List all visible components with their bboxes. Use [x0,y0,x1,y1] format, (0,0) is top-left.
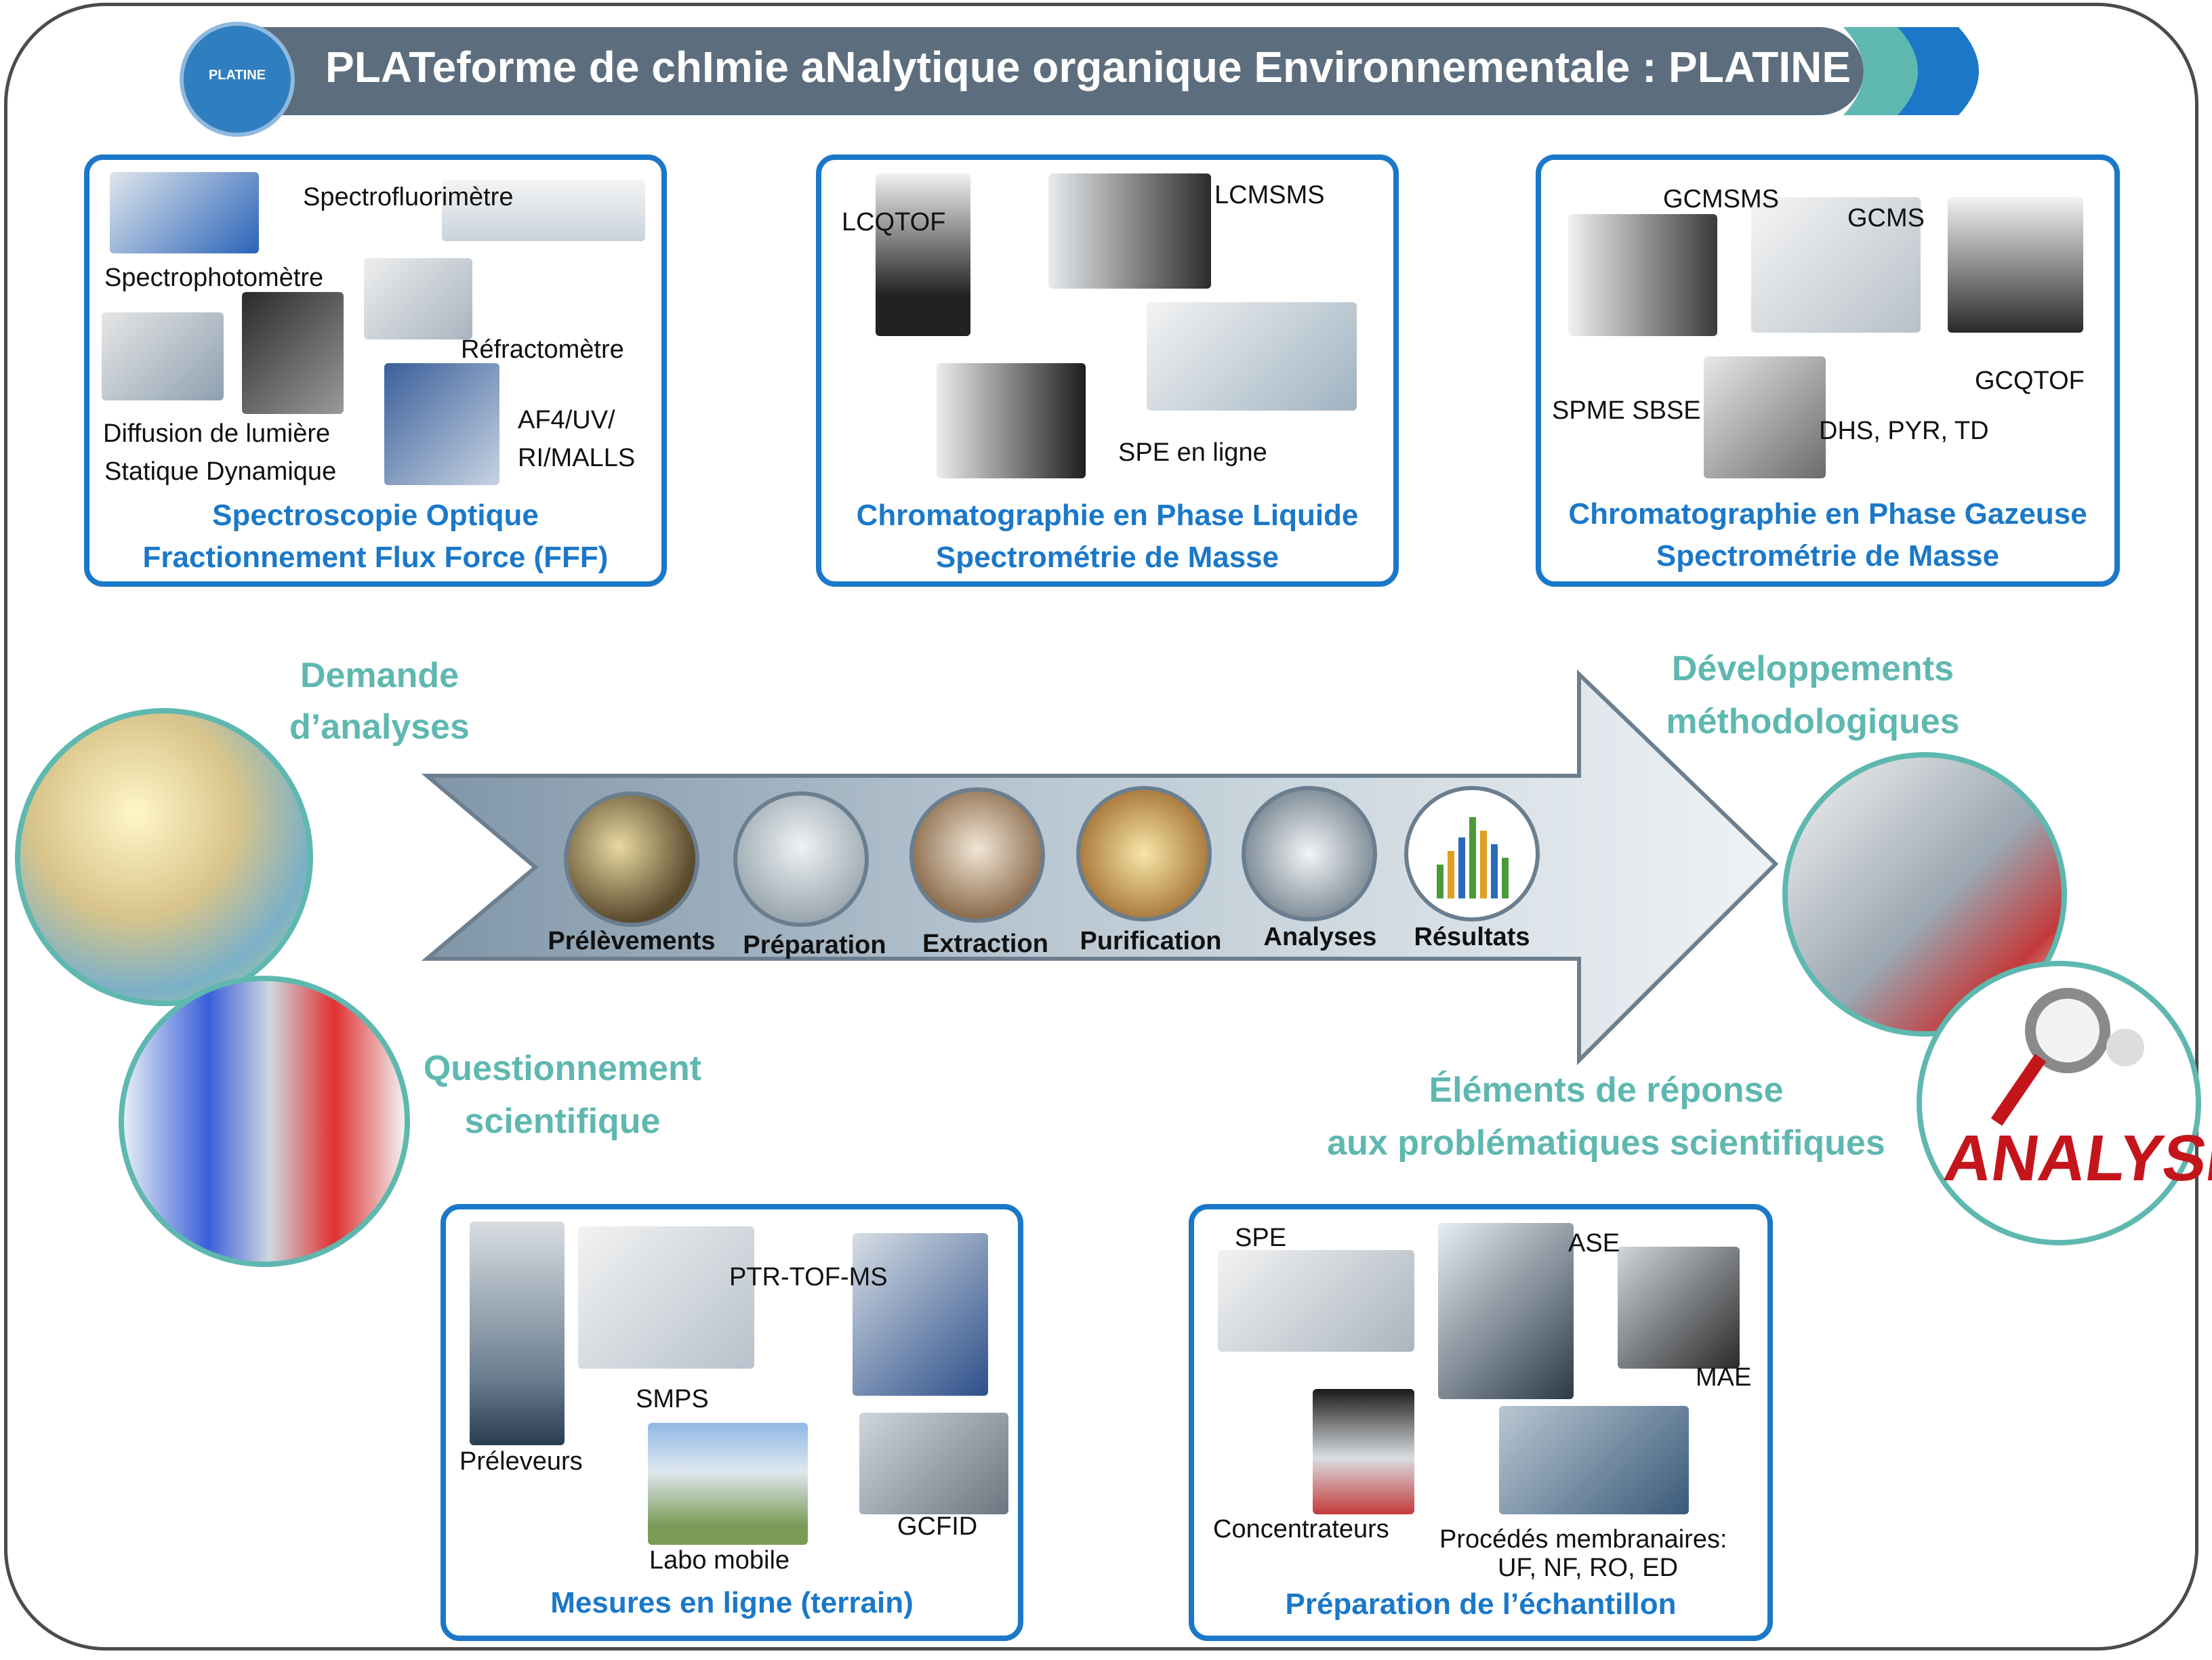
question-line1: Questionnement [423,1049,702,1088]
mae-image [1618,1247,1740,1369]
spe-image [1218,1250,1414,1352]
label-lcmsms: LCMSMS [1214,181,1325,209]
af4-image [384,363,499,485]
label-concentrateurs: Concentrateurs [1213,1515,1389,1543]
panel-gazeuse: GCMSMS GCMS GCQTOF SPME SBSE DHS, PYR, T… [1536,154,2120,587]
diffusion-image-1 [102,312,224,400]
label-statique: Statique Dynamique [104,457,337,486]
preleveur-image [470,1222,565,1445]
panel-terrain: PTR-TOF-MS SMPS Préleveurs GCFID Labo mo… [441,1204,1023,1641]
label-uf-nf-ro-ed: UF, NF, RO, ED [1498,1554,1679,1582]
label-labo-mobile: Labo mobile [649,1546,790,1575]
label-ptr-tof-ms: PTR-TOF-MS [729,1263,888,1291]
label-dhs-pyr-td: DHS, PYR, TD [1819,417,1989,445]
refractometer-image [364,258,472,339]
gcmsms-image [1568,214,1717,336]
step-label-analyses: Analyses [1263,923,1377,951]
dev-line1: Développements [1671,649,1954,688]
label-smps: SMPS [636,1385,709,1413]
label-spe-en-ligne: SPE en ligne [1118,438,1267,467]
label-ase: ASE [1568,1229,1620,1258]
spe-online-image [1147,302,1357,411]
title-bar [251,27,1864,115]
step-analyses-image [1242,786,1377,921]
diffusion-image-2 [242,292,344,414]
analyse-magnifier-image [1917,961,2201,1245]
sampler-image [1704,356,1826,478]
label-spme-sbse: SPME SBSE [1552,396,1701,425]
step-extraction-image [909,787,1045,923]
panel-title: Préparation de l’échantillon [1285,1588,1677,1621]
magnifier-icon [1990,988,2144,1126]
outer-frame [4,3,2198,1651]
step-prelevements-image [564,791,699,927]
panel-optique: Spectrofluorimètre Spectrophotomètre Réf… [84,154,667,587]
ptr-tof-ms-image [853,1233,988,1396]
label-procedes: Procédés membranaires: [1439,1525,1727,1554]
demande-line2: d’analyses [289,707,470,747]
smps-image [578,1226,754,1369]
label-spe: SPE [1235,1224,1287,1252]
flask-scientist-image [119,976,410,1267]
panel-title-line1: Chromatographie en Phase Gazeuse [1568,497,2087,531]
label-diffusion: Diffusion de lumière [103,419,331,448]
label-gcfid: GCFID [897,1512,978,1541]
step-label-extraction: Extraction [922,930,1048,958]
logo-text: PLATINE [208,68,266,83]
spectrophotometer-image [110,172,259,253]
gcms-image [1751,197,1921,333]
lcqtof-image [876,173,970,336]
ase-image [1438,1223,1574,1399]
label-rimalls: RI/MALLS [518,444,636,472]
panel-title-line1: Spectroscopie Optique [212,499,539,532]
environment-map-image [15,708,313,1006]
chevron-dark-icon [1898,27,1979,115]
panel-echantillon: SPE ASE MAE Concentrateurs Procédés memb… [1189,1204,1773,1641]
step-preparation-image [733,791,869,927]
analyse-word: ANALYSE [1940,1122,2212,1195]
bar-chart-icon [1437,817,1509,898]
panel-liquide: LCQTOF LCMSMS SPE en ligne Chromatograph… [816,154,1399,587]
chevron-light-icon [1843,27,1925,115]
label-spectrofluorimetre: Spectrofluorimètre [303,183,514,211]
question-line2: scientifique [464,1102,661,1141]
labo-mobile-image [648,1423,808,1545]
dev-line2: méthodologiques [1666,702,1960,741]
lcmsms-image [1048,173,1211,289]
panel-title-line2: Fractionnement Flux Force (FFF) [142,541,609,574]
elements-line1: Éléments de réponse [1429,1071,1784,1110]
label-af4: AF4/UV/ [518,406,615,434]
label-refractometre: Réfractomètre [461,335,624,364]
gcfid-image [859,1413,1008,1514]
label-lcqtof: LCQTOF [842,208,946,236]
elements-line2: aux problématiques scientifiques [1327,1123,1885,1163]
concentrateur-image [1313,1389,1414,1514]
panel-title-line2: Spectrométrie de Masse [935,541,1279,574]
lc-system-image [937,363,1086,478]
demande-line1: Demande [300,656,459,695]
panel-title-line1: Chromatographie en Phase Liquide [856,499,1359,532]
label-gcqtof: GCQTOF [1975,367,2085,395]
gcqtof-image [1948,197,2083,333]
page-title: PLATeforme de chImie aNalytique organiqu… [325,43,1851,91]
step-label-resultats: Résultats [1414,923,1530,951]
step-resultats-image [1404,786,1540,921]
label-spectrophotometre: Spectrophotomètre [104,264,324,292]
label-gcms: GCMS [1847,204,1925,232]
spectrofluorimeter-image [442,180,645,241]
label-preleveurs: Préleveurs [459,1447,583,1476]
label-mae: MAE [1696,1363,1752,1392]
step-label-purification: Purification [1080,927,1222,955]
platine-logo: PLATINE [180,22,295,137]
panel-title-line2: Spectrométrie de Masse [1656,539,2000,573]
label-gcmsms: GCMSMS [1663,185,1779,213]
panel-title: Mesures en ligne (terrain) [550,1586,914,1619]
step-purification-image [1076,786,1212,921]
step-label-preparation: Préparation [743,931,886,959]
step-label-prelevements: Prélèvements [548,927,716,955]
membrane-image [1499,1406,1689,1514]
